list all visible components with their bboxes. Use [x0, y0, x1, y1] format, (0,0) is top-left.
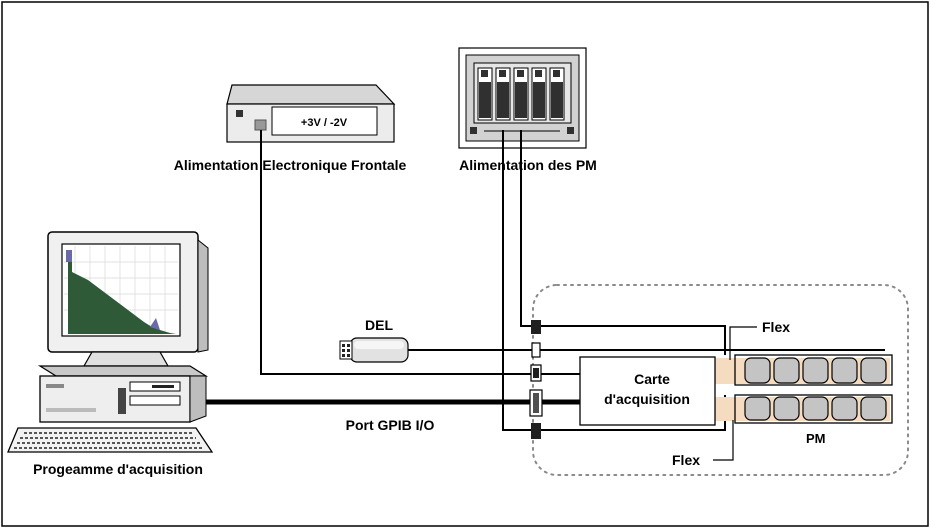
cd-drive-icon [129, 395, 181, 406]
pm-tube [860, 357, 887, 384]
pm-supply-cable-2 [520, 130, 726, 355]
flex-top-leader [729, 326, 757, 360]
output-connector-icon [254, 119, 267, 131]
led-connector-icon [339, 340, 353, 360]
acquisition-card [579, 356, 716, 426]
cable-connectors [529, 320, 543, 439]
pm-tube [802, 396, 829, 421]
pm-tube [831, 357, 858, 384]
del-led [339, 337, 409, 363]
front-supply-voltage: +3V / -2V [301, 117, 348, 129]
flex-bottom-label: Flex [672, 452, 700, 468]
flex-bottom-leader [713, 420, 734, 461]
flex-top-label: Flex [762, 319, 790, 335]
front-supply-cable [260, 130, 580, 375]
pm-tube [773, 357, 800, 384]
pm-tube [744, 357, 771, 384]
del-label: DEL [365, 317, 393, 333]
gpib-label: Port GPIB I/O [346, 417, 435, 433]
pm-tube [773, 396, 800, 421]
card-label-line1: Carte [634, 371, 670, 387]
power-indicator-icon [236, 110, 243, 117]
pm-power-supply [458, 47, 587, 149]
pm-tubes [744, 357, 887, 421]
keyboard [7, 427, 214, 453]
monitor [47, 231, 209, 367]
pm-label: PM [806, 431, 826, 446]
front-power-supply: +3V / -2V [226, 84, 396, 143]
card-label-line2: d'acquisition [604, 391, 690, 407]
pc-case [37, 365, 209, 423]
pm-supply-label: Alimentation des PM [459, 157, 597, 173]
pm-row-top-frame [734, 354, 893, 386]
computer [7, 231, 214, 453]
pm-tube [860, 396, 887, 421]
front-supply-label: Alimentation Electronique Frontale [174, 157, 407, 173]
pm-tube [831, 396, 858, 421]
pm-tube [744, 396, 771, 421]
pm-row-bottom-frame [734, 394, 893, 424]
spectrum-plot [68, 262, 176, 334]
pm-tube [802, 357, 829, 384]
program-label: Progeamme d'acquisition [33, 461, 203, 477]
